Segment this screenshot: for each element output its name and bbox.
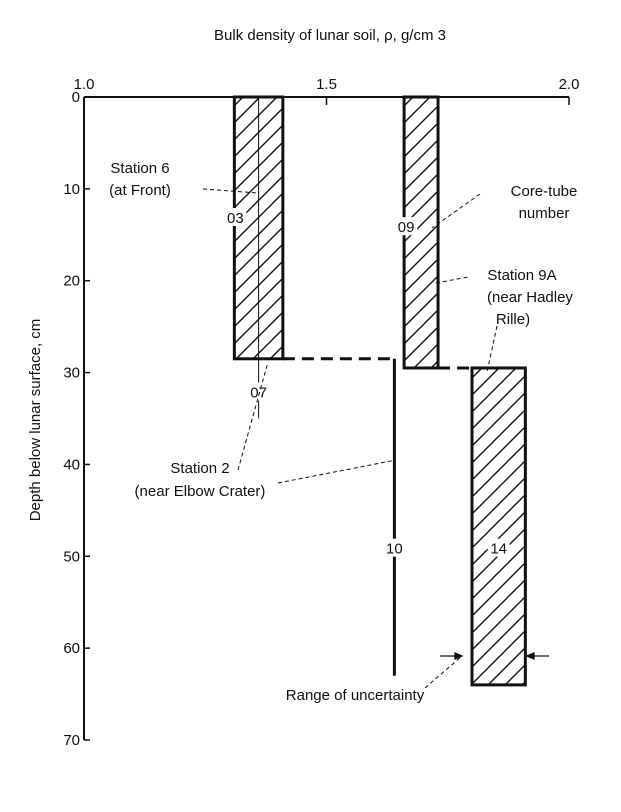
y-tick-label: 50: [63, 548, 80, 565]
core-label-bg: [383, 538, 406, 557]
y-tick-label: 40: [63, 456, 80, 473]
core-label-bg: [487, 538, 510, 557]
annotation-station6-2: (at Front): [109, 182, 171, 199]
annotation-station9a-2: (near Hadley: [487, 289, 573, 306]
x-tick-label: 1.5: [316, 76, 337, 93]
x-axis-title: Bulk density of lunar soil, ρ, g/cm 3: [214, 27, 446, 44]
y-tick-label: 30: [63, 365, 80, 382]
y-tick-label: 60: [63, 640, 80, 657]
annotation-core-tube-1: Core-tube: [511, 183, 578, 200]
annotation-core-tube-2: number: [519, 205, 570, 222]
annotation-station2-2: (near Elbow Crater): [135, 483, 266, 500]
axes: 1.0 1.5 2.0 0 10 20 30 40 50 60 70: [63, 76, 579, 749]
y-tick-label: 70: [63, 732, 80, 749]
x-tick-label: 1.0: [74, 76, 95, 93]
y-tick-label: 10: [63, 181, 80, 198]
annotation-station2-1: Station 2: [170, 460, 229, 477]
annotation-station9a-1: Station 9A: [487, 267, 556, 284]
y-tick-label: 20: [63, 273, 80, 290]
x-tick-label: 2.0: [559, 76, 580, 93]
core-label-bg: [224, 208, 247, 227]
core-label-03: 03: [227, 210, 244, 227]
marks: 03 07 09 10 14: [224, 95, 527, 687]
core-label-07: 07: [250, 385, 267, 402]
annotation-station9a-3: Rille): [496, 311, 530, 328]
core-label-10: 10: [386, 541, 403, 558]
core-label-14: 14: [490, 541, 507, 558]
y-tick-label: 0: [72, 89, 80, 106]
core-label-bg: [247, 382, 270, 401]
core-label-bg: [395, 217, 418, 236]
annotation-uncertainty: Range of uncertainty: [286, 687, 425, 704]
core-label-09: 09: [398, 219, 415, 236]
y-axis-title: Depth below lunar surface, cm: [27, 319, 44, 522]
annotations: Station 6 (at Front) Core-tube number St…: [109, 160, 577, 704]
annotation-station6-1: Station 6: [110, 160, 169, 177]
core-bar-14: [470, 366, 527, 687]
